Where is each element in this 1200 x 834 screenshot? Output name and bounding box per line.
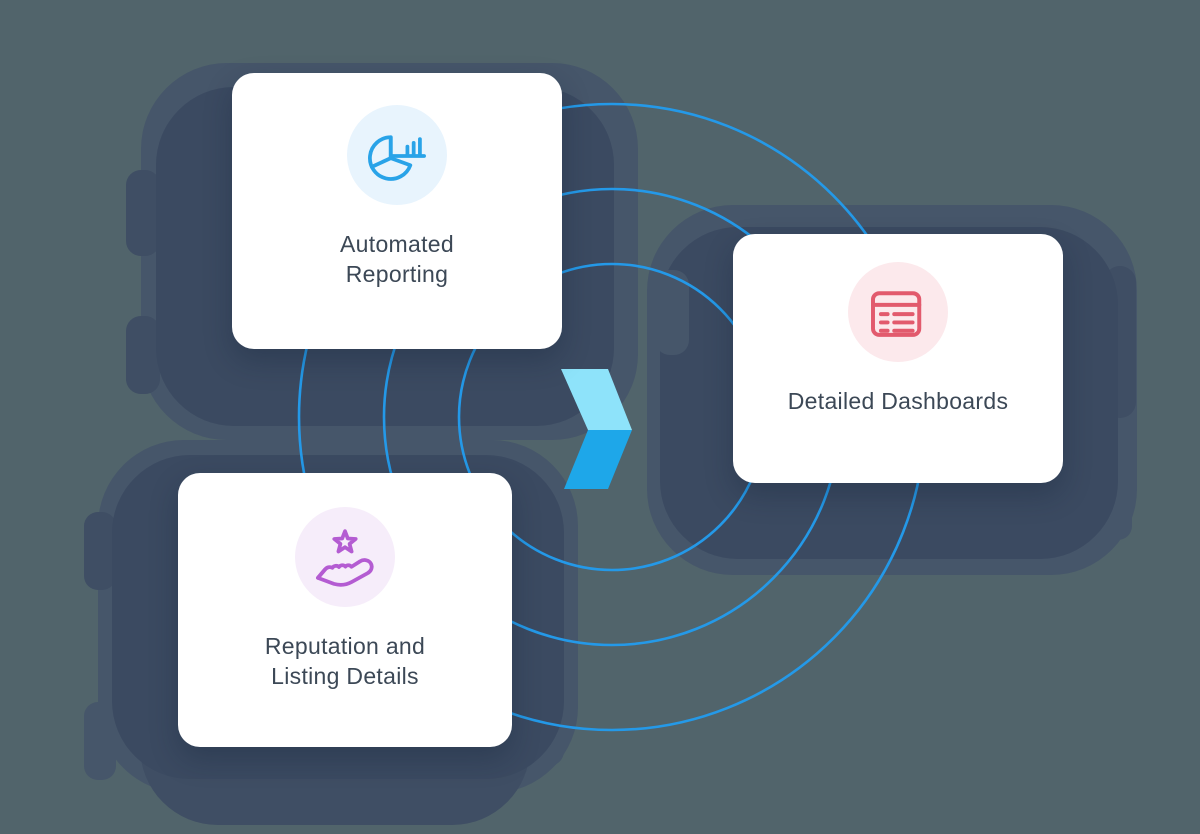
card-title-line: Automated	[340, 231, 454, 257]
card-title: Detailed Dashboards	[788, 386, 1009, 416]
dashboard-window-icon	[848, 262, 948, 362]
dashboard-glyph	[871, 291, 922, 337]
chevron-arrow-top	[561, 369, 632, 430]
card-reputation-listing-details: Reputation and Listing Details	[178, 473, 512, 747]
blob-side-tab	[126, 170, 160, 256]
blob-side-tab	[126, 316, 160, 394]
card-title-line: Reporting	[345, 261, 449, 287]
pie-chart-report-icon	[347, 105, 447, 205]
chevron-arrow-bottom	[564, 430, 632, 489]
icon-circle-bg	[848, 262, 948, 362]
pie-chart-glyph	[368, 135, 426, 181]
hand-star-icon	[295, 507, 395, 607]
card-detailed-dashboards: Detailed Dashboards	[733, 234, 1063, 483]
card-title-line: Listing Details	[271, 663, 419, 689]
chevron-arrow	[561, 369, 632, 489]
card-title: Reputation and Listing Details	[265, 631, 425, 691]
icon-circle-bg	[295, 507, 395, 607]
hand-star-glyph	[316, 529, 374, 587]
blob-side-tab	[84, 512, 116, 590]
card-title-line: Reputation and	[264, 633, 426, 659]
blob-side-tab	[84, 702, 116, 780]
card-title-line: Detailed Dashboards	[787, 388, 1009, 414]
blob-edge-tab	[655, 270, 689, 355]
card-title: Automated Reporting	[340, 229, 454, 289]
card-automated-reporting: Automated Reporting	[232, 73, 562, 349]
